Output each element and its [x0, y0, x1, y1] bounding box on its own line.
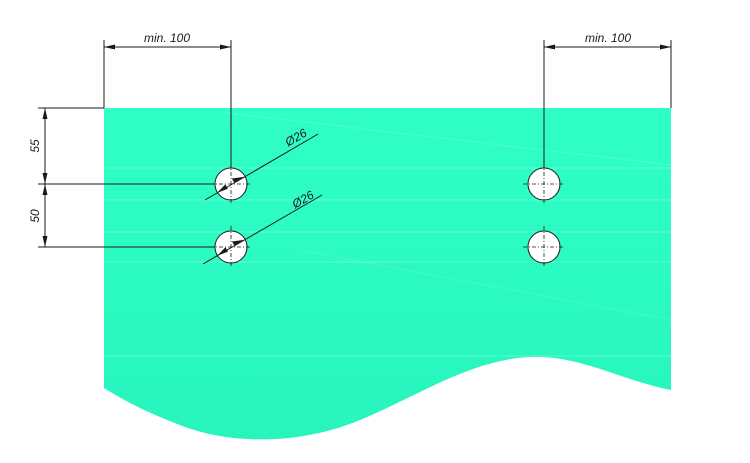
top-offset-label: 55 — [28, 139, 42, 153]
hole-upper-left — [210, 163, 252, 205]
plate-texture — [104, 111, 672, 357]
hole-upper-right — [523, 163, 565, 205]
dimension-vertical: 55 50 — [28, 107, 224, 248]
dimension-edge-distance-left: min. 100 — [103, 31, 232, 170]
edge-distance-left-label: min. 100 — [144, 31, 190, 45]
edge-distance-right-label: min. 100 — [585, 31, 631, 45]
hole-lower-left — [210, 226, 252, 268]
dimension-edge-distance-right: min. 100 — [543, 31, 672, 170]
hole-spacing-label: 50 — [28, 209, 42, 223]
plate — [104, 108, 671, 440]
hole-lower-right — [523, 226, 565, 268]
